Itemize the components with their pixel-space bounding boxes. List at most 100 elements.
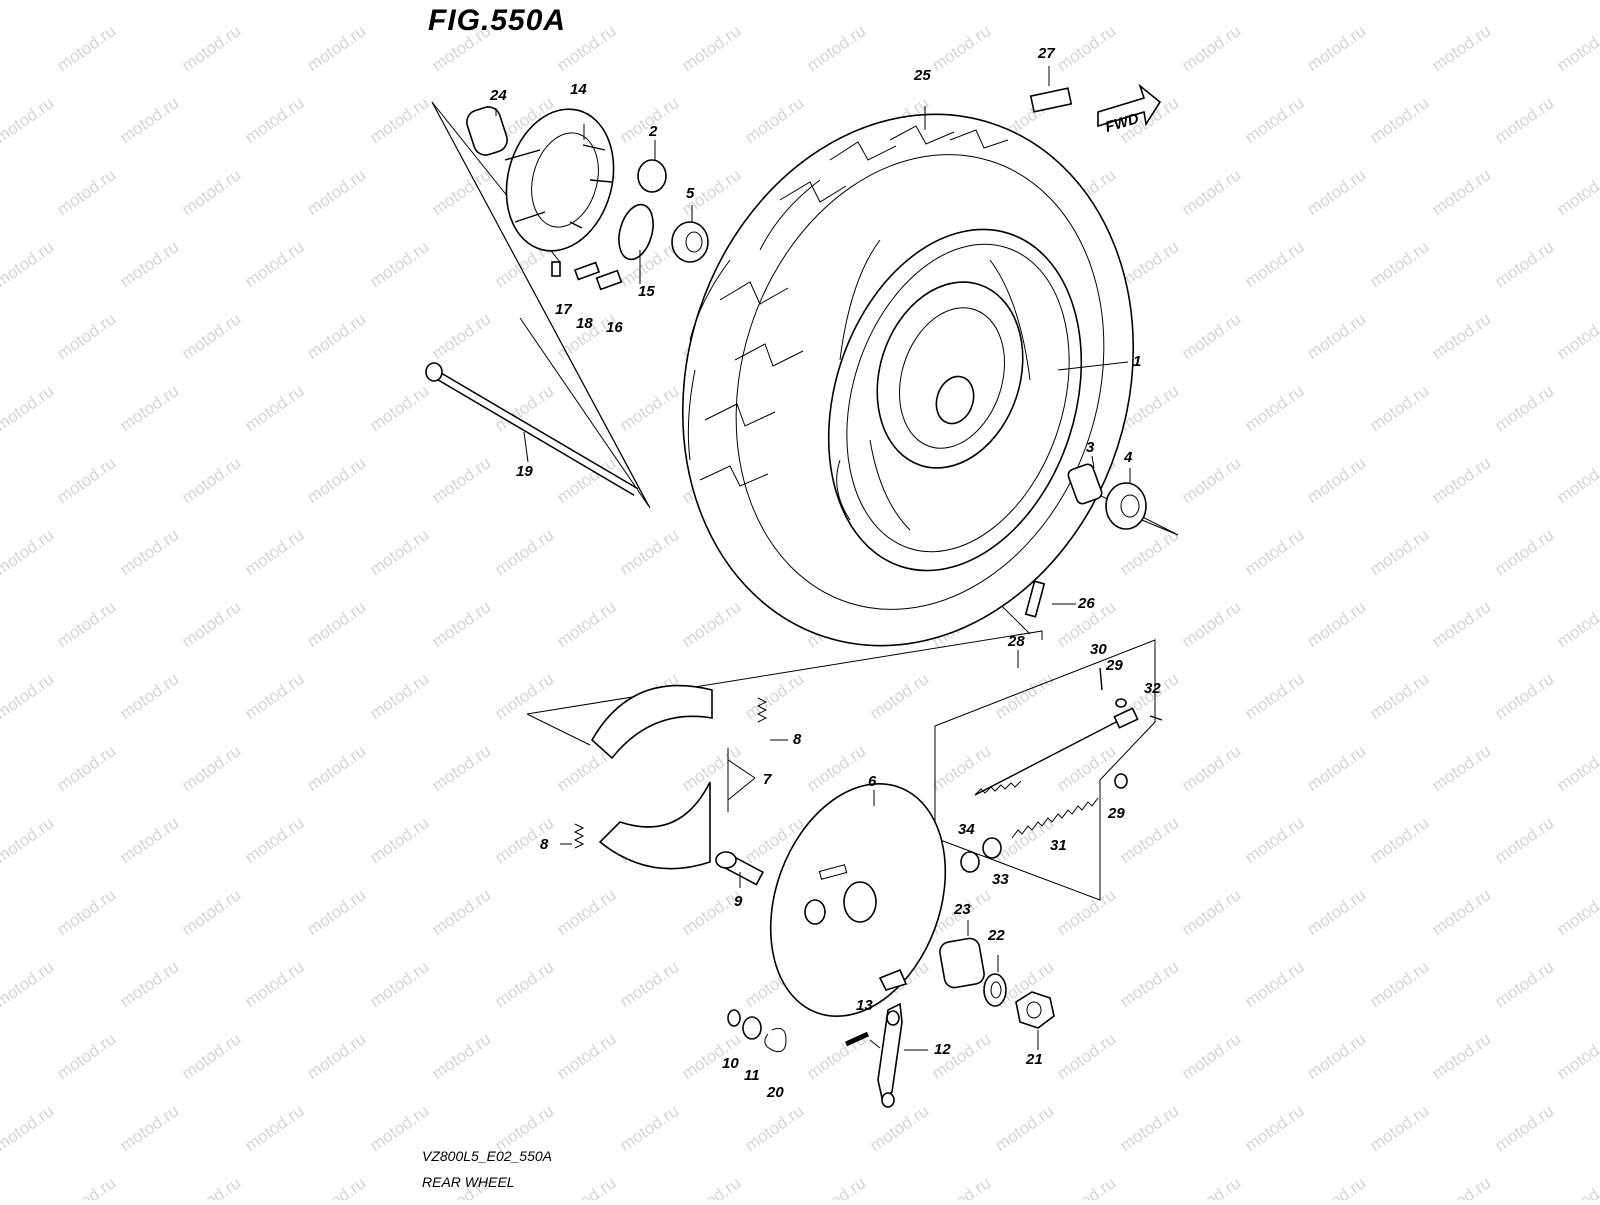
watermark-text: motod.ru — [1553, 165, 1600, 219]
watermark-text: motod.ru — [303, 165, 369, 219]
callout-20: 20 — [766, 1084, 784, 1101]
watermark-text: motod.ru — [0, 813, 57, 867]
watermark-text: motod.ru — [0, 93, 57, 147]
watermark-text: motod.ru — [1428, 597, 1494, 651]
watermark-text: motod.ru — [1491, 0, 1557, 3]
watermark-text: motod.ru — [366, 0, 432, 3]
watermark-text: motod.ru — [1178, 1173, 1244, 1200]
watermark-text: motod.ru — [116, 93, 182, 147]
watermark-text: motod.ru — [366, 813, 432, 867]
axle-collar — [939, 937, 985, 989]
watermark-text: motod.ru — [1428, 885, 1494, 939]
watermark-text: motod.ru — [1303, 1173, 1369, 1200]
watermark-text: motod.ru — [991, 1101, 1057, 1155]
watermark-text: motod.ru — [241, 381, 307, 435]
watermark-text: motod.ru — [991, 813, 1057, 867]
watermark-text: motod.ru — [491, 957, 557, 1011]
watermark-text: motod.ru — [1178, 885, 1244, 939]
watermark-text: motod.ru — [553, 1173, 619, 1200]
watermark-text: motod.ru — [1553, 453, 1600, 507]
callout-28: 28 — [1007, 633, 1025, 650]
balancer-weight — [1029, 87, 1073, 113]
watermark-text: motod.ru — [178, 885, 244, 939]
watermark-text: motod.ru — [53, 1173, 119, 1200]
damper-sleeve — [466, 106, 508, 156]
watermark-text: motod.ru — [741, 0, 807, 3]
watermark-text: motod.ru — [1053, 885, 1119, 939]
callout-8-lower: 8 — [540, 836, 549, 853]
watermark-text: motod.ru — [116, 525, 182, 579]
watermark-text: motod.ru — [866, 0, 932, 3]
watermark-text: motod.ru — [178, 21, 244, 75]
watermark-text: motod.ru — [428, 309, 494, 363]
callout-24: 24 — [489, 87, 507, 104]
watermark-text: motod.ru — [0, 237, 57, 291]
callout-7: 7 — [763, 771, 772, 788]
watermark-text: motod.ru — [553, 1029, 619, 1083]
watermark-text: motod.ru — [53, 1029, 119, 1083]
watermark-text: motod.ru — [1241, 93, 1307, 147]
tire-valve — [1024, 580, 1046, 618]
watermark-text: motod.ru — [241, 669, 307, 723]
rear-axle — [425, 362, 639, 496]
watermark-text: motod.ru — [1491, 1101, 1557, 1155]
watermark-text: motod.ru — [928, 21, 994, 75]
o-ring — [618, 203, 654, 261]
watermark-text: motod.ru — [1366, 381, 1432, 435]
watermark-text: motod.ru — [53, 165, 119, 219]
watermark-text: motod.ru — [1366, 813, 1432, 867]
brake-shoe-springs — [573, 697, 768, 849]
watermark-text: motod.ru — [1303, 885, 1369, 939]
callout-29-upper: 29 — [1105, 657, 1123, 674]
watermark-text: motod.ru — [116, 0, 182, 3]
watermark-text: motod.ru — [241, 957, 307, 1011]
watermark-text: motod.ru — [178, 1173, 244, 1200]
watermark-text: motod.ru — [0, 957, 57, 1011]
watermark-text: motod.ru — [1116, 0, 1182, 3]
watermark-text: motod.ru — [1366, 1101, 1432, 1155]
watermark-text: motod.ru — [1241, 669, 1307, 723]
watermark-text: motod.ru — [678, 741, 744, 795]
watermark-text: motod.ru — [241, 237, 307, 291]
brake-panel — [769, 783, 947, 1017]
callout-8-upper: 8 — [793, 731, 802, 748]
callout-2: 2 — [648, 123, 658, 140]
watermark-text: motod.ru — [241, 1101, 307, 1155]
watermark-text: motod.ru — [1491, 957, 1557, 1011]
watermark-text: motod.ru — [428, 597, 494, 651]
watermark-text: motod.ru — [1491, 381, 1557, 435]
callout-labels: 1 2 3 4 5 6 7 8 8 9 10 11 12 13 14 15 16… — [489, 45, 1161, 1101]
watermark-text: motod.ru — [53, 21, 119, 75]
watermark-text: motod.ru — [1241, 0, 1307, 3]
watermark-text: motod.ru — [1178, 21, 1244, 75]
watermark-text: motod.ru — [366, 957, 432, 1011]
watermark-text: motod.ru — [1553, 1173, 1600, 1200]
callout-11: 11 — [744, 1067, 760, 1084]
watermark-text: motod.ru — [428, 165, 494, 219]
watermark-text: motod.ru — [1428, 21, 1494, 75]
watermark-text: motod.ru — [1303, 741, 1369, 795]
callout-31: 31 — [1050, 837, 1067, 854]
watermark-text: motod.ru — [1366, 669, 1432, 723]
callout-10: 10 — [722, 1055, 739, 1072]
callout-9: 9 — [734, 893, 743, 910]
watermark-text: motod.ru — [616, 957, 682, 1011]
small-rings — [727, 1009, 787, 1053]
watermark-text: motod.ru — [491, 525, 557, 579]
bolt-washer-plate — [551, 261, 623, 291]
callout-5: 5 — [686, 185, 695, 202]
watermark-text: motod.ru — [116, 1101, 182, 1155]
watermark-text: motod.ru — [303, 453, 369, 507]
watermark-text: motod.ru — [241, 93, 307, 147]
callout-32: 32 — [1144, 680, 1161, 697]
watermark-text: motod.ru — [1303, 21, 1369, 75]
watermark-text: motod.ru — [178, 453, 244, 507]
watermark-text: motod.ru — [678, 1173, 744, 1200]
watermark-text: motod.ru — [1303, 309, 1369, 363]
brake-shoes — [590, 684, 713, 870]
callout-27: 27 — [1037, 45, 1055, 62]
callout-16: 16 — [606, 319, 623, 336]
watermark-text: motod.ru — [0, 669, 57, 723]
callout-15: 15 — [638, 283, 655, 300]
callout-25: 25 — [913, 67, 931, 84]
